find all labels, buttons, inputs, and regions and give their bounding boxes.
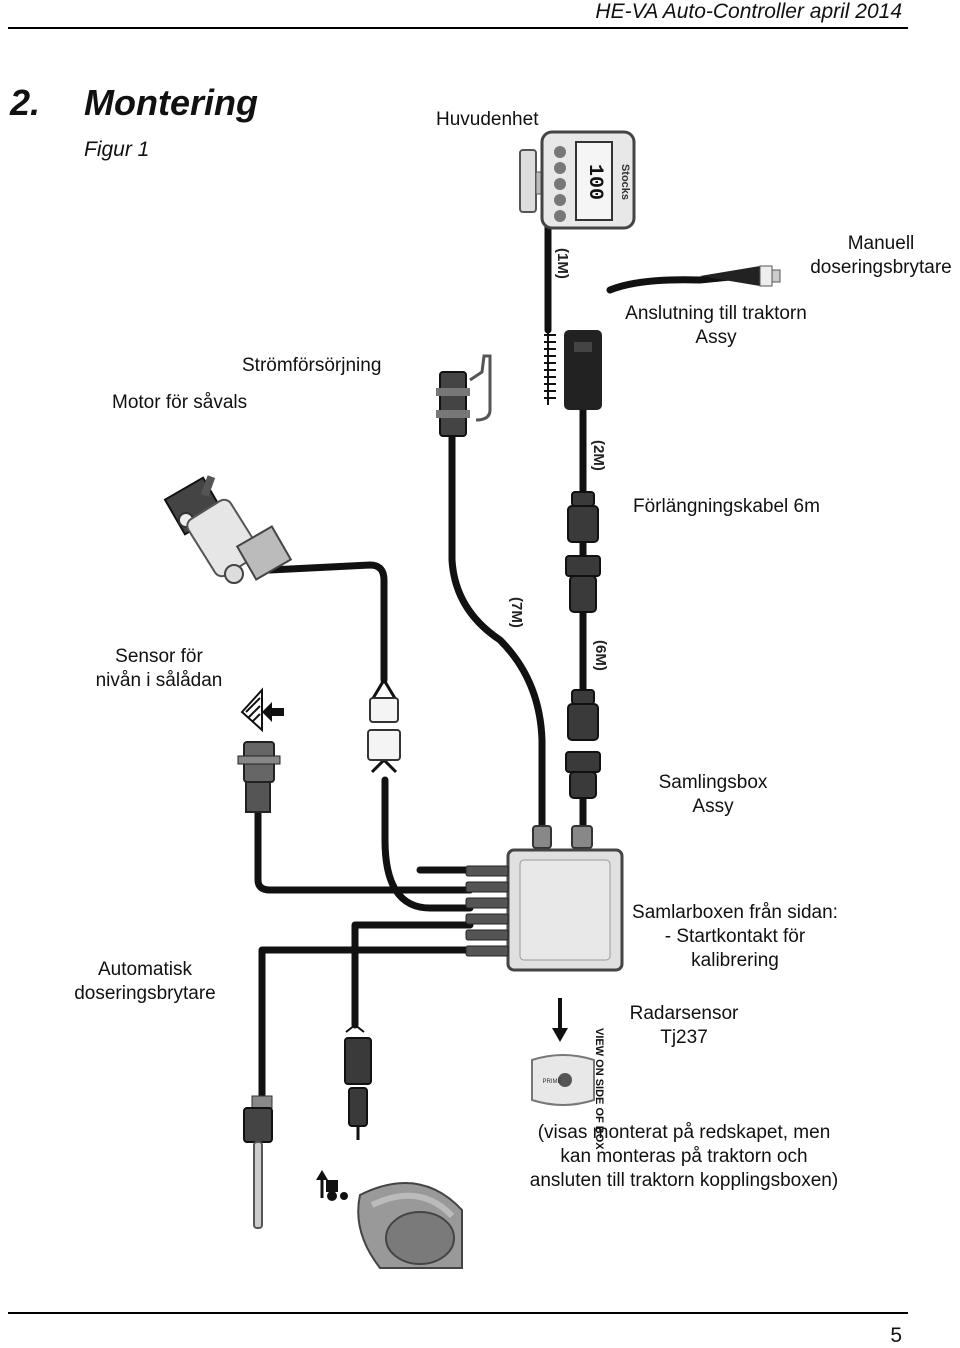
- tractor-connection-device: [544, 330, 602, 410]
- footer-rule: [8, 1312, 908, 1314]
- seed-motor-device: [163, 475, 293, 584]
- section-number: 2.: [10, 82, 41, 123]
- radar-cable-2: [381, 776, 474, 912]
- radar-sensor-device: [357, 1182, 463, 1269]
- level-sensor-cable: [254, 806, 474, 894]
- tractor-connection-label: Anslutning till traktorn Assy: [625, 303, 807, 348]
- extension-connector-2: [565, 689, 601, 799]
- radar-sensor-label: Radarsensor Tj237: [629, 1003, 739, 1048]
- box-side-view: PRIME VIEW ON SIDE OF BOX: [531, 998, 605, 1150]
- level-sensor-symbol: [240, 687, 284, 733]
- manual-switch-label: Manuell doseringsbrytare: [810, 233, 952, 278]
- motor-cable-connector: [367, 697, 401, 761]
- box-side-caption: VIEW ON SIDE OF BOX: [593, 1028, 605, 1150]
- manual-switch-cable: [606, 270, 764, 294]
- document-header-title: HE-VA Auto-Controller april 2014: [595, 0, 902, 23]
- power-supply-label: Strömförsörjning: [242, 355, 382, 376]
- level-sensor-device: [237, 741, 281, 813]
- seed-motor-label: Motor för såvals: [112, 392, 248, 413]
- power-connector: [436, 354, 492, 437]
- auto-switch-device: [243, 1095, 273, 1229]
- motor-cable: [266, 561, 388, 684]
- section-title: Montering: [84, 82, 258, 123]
- page-number: 5: [890, 1324, 902, 1347]
- tractor-icon: [316, 1170, 348, 1201]
- cable-length-main: (1M): [554, 248, 571, 279]
- junction-box-device: [465, 825, 624, 972]
- header-rule: [8, 27, 908, 29]
- cable-length-junction: (7M): [508, 597, 525, 628]
- box-side-label: Samlarboxen från sidan: - Startkontakt f…: [632, 902, 838, 971]
- extension-cable-label: Förlängningskabel 6m: [633, 496, 820, 517]
- extension-connector-1: [565, 491, 601, 613]
- figure-label: Figur 1: [84, 138, 150, 161]
- level-sensor-label: Sensor för nivån i sålådan: [95, 646, 223, 691]
- auto-switch-label: Automatisk doseringsbrytare: [74, 959, 216, 1004]
- radar-cable-1: [351, 921, 474, 1029]
- auto-switch-cable: [258, 946, 474, 1104]
- main-unit-label: Huvudenhet: [436, 109, 539, 130]
- mounting-note: (visas monterat på redskapet, men kan mo…: [529, 1122, 839, 1191]
- main-unit-device: 100 Stocks: [519, 130, 636, 230]
- display-reading: 100: [583, 164, 606, 200]
- brand-logo-text: Stocks: [619, 164, 631, 200]
- power-to-box-cable: [448, 431, 546, 834]
- manual-switch-connector: [700, 265, 781, 287]
- junction-box-label: Samlingsbox Assy: [658, 772, 768, 817]
- cable-length-extension: (6M): [592, 640, 609, 671]
- prime-button-text: PRIME: [542, 1079, 561, 1085]
- radar-cable-connector: [344, 1023, 372, 1140]
- cable-length-tractor: (2M): [590, 440, 607, 471]
